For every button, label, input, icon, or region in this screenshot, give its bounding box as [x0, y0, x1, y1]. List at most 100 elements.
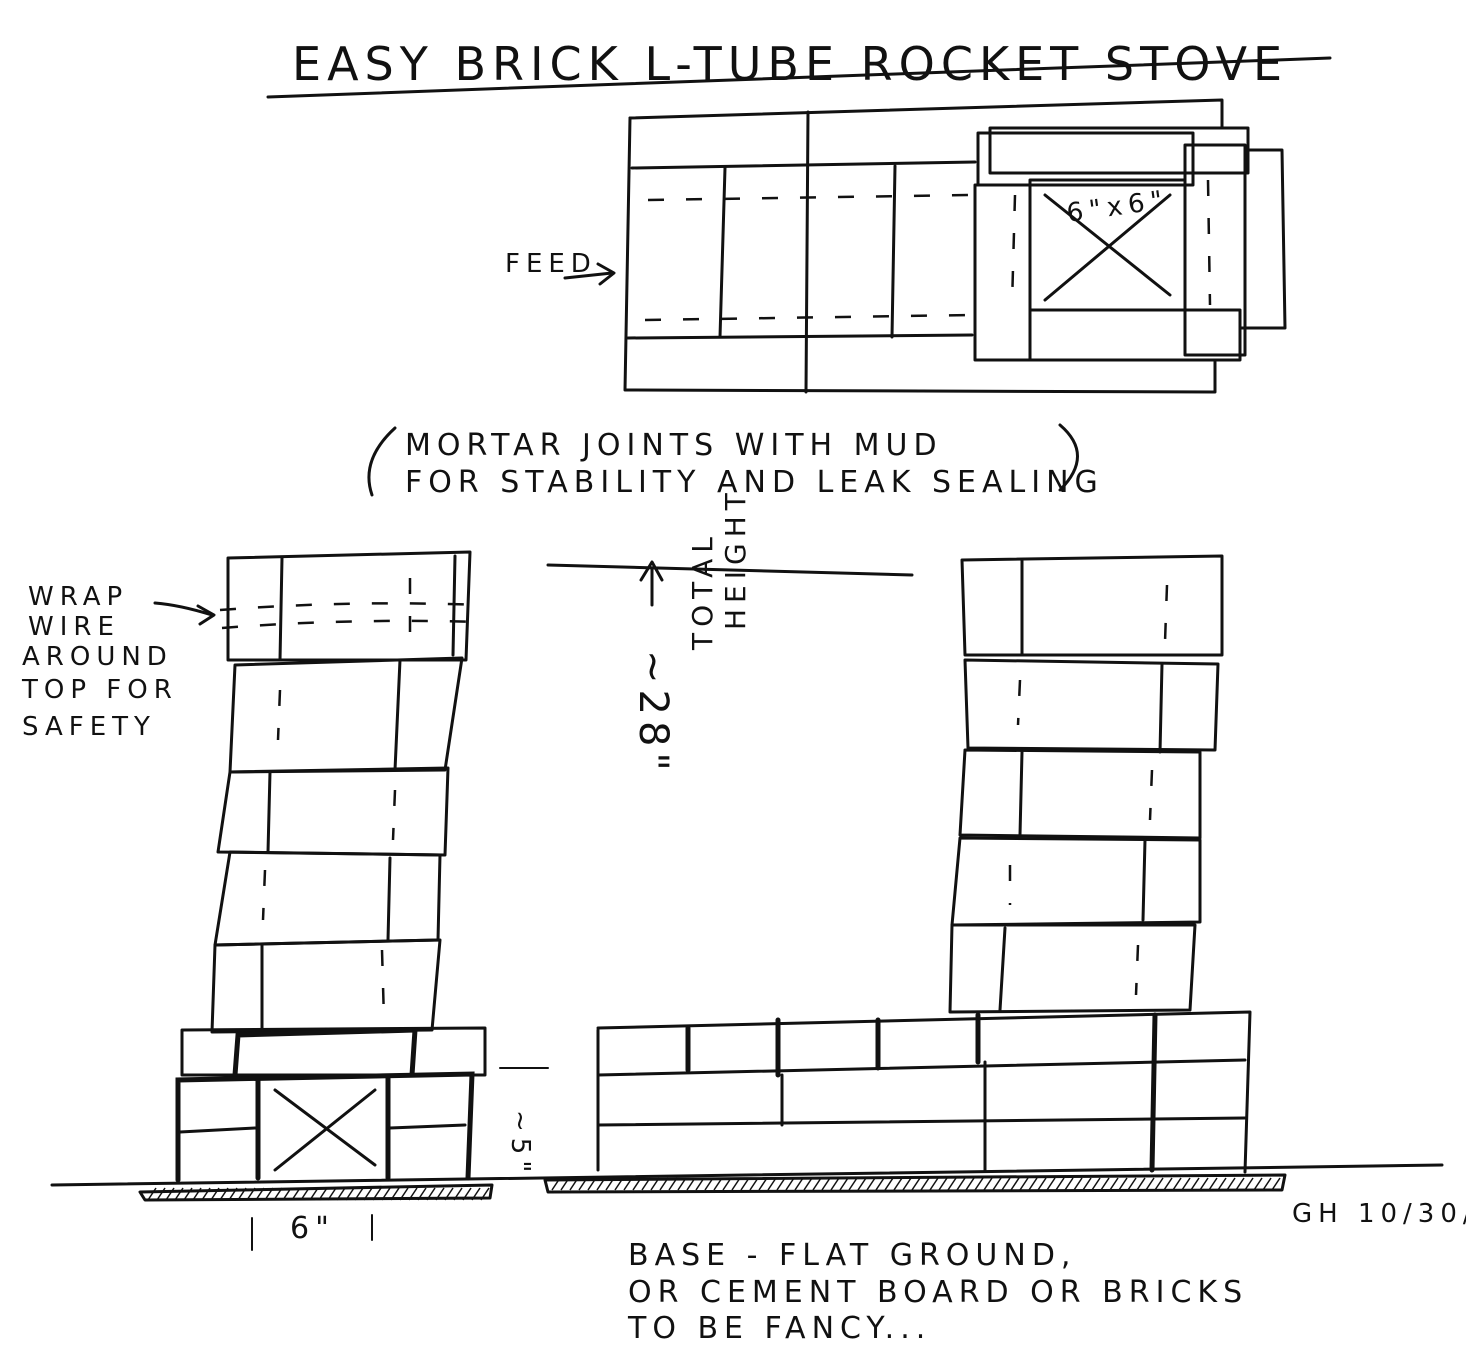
wire-note-line-2: WIRE — [28, 612, 120, 642]
hatch-mark — [1271, 1177, 1281, 1191]
chimney-size-label: 6"x6" — [1065, 185, 1171, 229]
feed-tube-top-edge — [628, 98, 1224, 130]
hatch-mark — [893, 1177, 903, 1191]
right-paren — [1058, 423, 1079, 492]
hatch-mark — [309, 1187, 319, 1201]
chimney-opening-cross — [1043, 193, 1172, 302]
chimney-course-1 — [960, 554, 1224, 657]
hatch-mark — [632, 1177, 642, 1191]
feed-inner-bottom-line — [626, 333, 974, 340]
chimney-brick-top-outer — [988, 126, 1250, 175]
title-underline — [266, 56, 1332, 99]
total-height-annotation: ~28" TOTAL HEIGHT — [546, 487, 914, 777]
brick-joint — [998, 926, 1007, 1012]
hatch-mark — [1226, 1177, 1236, 1191]
chimney-brick-bottom — [1028, 308, 1242, 362]
hatch-mark — [1055, 1177, 1065, 1191]
hatch-mark — [210, 1187, 220, 1201]
base-note-line-1: BASE - FLAT GROUND, — [628, 1238, 1076, 1273]
brick-joint — [804, 110, 810, 394]
feed-inner-top-line — [630, 160, 977, 170]
hatch-mark — [1172, 1177, 1182, 1191]
base-course-lower — [175, 1071, 475, 1183]
brick-joint — [1158, 662, 1164, 754]
hatch-mark — [363, 1187, 373, 1201]
brick-joint — [393, 658, 402, 772]
hatch-mark — [857, 1177, 867, 1191]
hatch-mark — [1163, 1177, 1173, 1191]
hatch-mark — [327, 1187, 337, 1201]
wire-note-line-5: SAFETY — [22, 712, 156, 742]
base-note: BASE - FLAT GROUND, OR CEMENT BOARD OR B… — [627, 1238, 1248, 1346]
hatch-mark — [983, 1177, 993, 1191]
hatch-mark — [551, 1177, 561, 1191]
ground-hatch-right — [543, 1173, 1287, 1194]
hatch-mark — [605, 1177, 615, 1191]
hatch-mark — [156, 1187, 166, 1201]
hatch-mark — [219, 1187, 229, 1201]
hatch-mark — [1001, 1177, 1011, 1191]
brick-course-3 — [216, 766, 450, 857]
hatch-mark — [1253, 1177, 1263, 1191]
hatch-mark — [785, 1177, 795, 1191]
wire-wrap-line — [219, 602, 481, 612]
hatch-mark — [345, 1187, 355, 1201]
chimney-opening — [1028, 178, 1187, 312]
hatch-mark — [587, 1177, 597, 1191]
brick-course-1 — [226, 550, 472, 662]
hatch-mark — [731, 1177, 741, 1191]
feed-arrow-shaft — [563, 271, 614, 280]
hidden-joint — [391, 789, 397, 841]
hatch-mark — [839, 1177, 849, 1191]
hatch-mark — [435, 1187, 445, 1201]
hatch-mark — [192, 1187, 202, 1201]
height-arrow-head — [639, 560, 664, 582]
hatch-mark — [1064, 1177, 1074, 1191]
feed-tube-outline — [623, 116, 1217, 394]
opening-width-label: 6" — [290, 1211, 335, 1246]
title-group: EASY BRICK L-TUBE ROCKET STOVE — [266, 37, 1332, 99]
hatch-mark — [947, 1177, 957, 1191]
hatch-mark — [740, 1177, 750, 1191]
hatch-mark — [821, 1177, 831, 1191]
hatch-mark — [767, 1177, 777, 1191]
brick-joint — [1018, 750, 1024, 837]
hatch-mark — [1199, 1177, 1209, 1191]
hatch-mark — [336, 1187, 346, 1201]
hatch-mark — [1109, 1177, 1119, 1191]
base-note-line-2: OR CEMENT BOARD OR BRICKS — [628, 1275, 1248, 1310]
wire-note-arrow-shaft — [153, 601, 214, 617]
hidden-joint — [1134, 944, 1140, 996]
hatch-mark — [1136, 1177, 1146, 1191]
hatch-mark — [282, 1187, 292, 1201]
hatch-mark — [1235, 1177, 1245, 1191]
hatch-mark — [695, 1177, 705, 1191]
hatch-mark — [749, 1177, 759, 1191]
hatch-mark — [758, 1177, 768, 1191]
hatch-mark — [372, 1187, 382, 1201]
hatch-mark — [929, 1177, 939, 1191]
hatch-mark — [273, 1187, 283, 1201]
chimney-course-5 — [948, 923, 1197, 1014]
hidden-joint — [1163, 584, 1169, 643]
brick-course-2 — [228, 656, 464, 774]
hatch-mark — [650, 1177, 660, 1191]
chimney-course-3 — [958, 748, 1202, 840]
hatch-mark — [165, 1187, 175, 1201]
hatch-mark — [462, 1187, 472, 1201]
brick-course-4 — [213, 850, 442, 947]
brick-joint — [718, 166, 727, 339]
hidden-joint — [1016, 679, 1022, 726]
hatch-mark — [1019, 1177, 1029, 1191]
hatch-mark — [920, 1177, 930, 1191]
hatch-mark — [444, 1187, 454, 1201]
hatch-mark — [956, 1177, 966, 1191]
hatch-mark — [1145, 1177, 1155, 1191]
hatch-mark — [183, 1187, 193, 1201]
hidden-joint — [1148, 769, 1154, 821]
hatch-mark — [1073, 1177, 1083, 1191]
hatch-mark — [1010, 1177, 1020, 1191]
chimney-brick-right-outer — [1238, 148, 1287, 330]
hatch-mark — [147, 1187, 157, 1201]
